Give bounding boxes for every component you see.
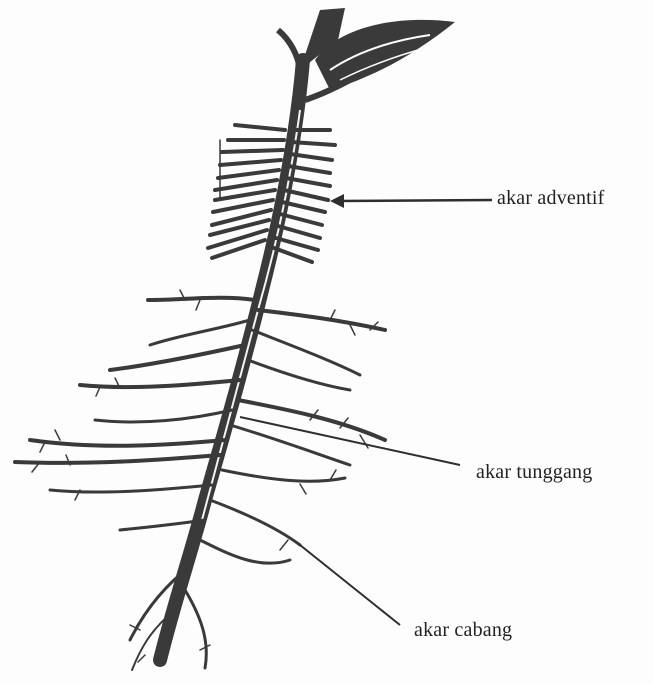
label-akar-adventif: akar adventif [497, 187, 605, 210]
cabang-pointer-line [300, 545, 400, 625]
arrowhead-icon [330, 194, 344, 208]
label-akar-tunggang: akar tunggang [476, 461, 592, 484]
adventif-pointer-line [336, 200, 492, 201]
label-akar-cabang: akar cabang [414, 619, 512, 642]
lateral-roots [15, 290, 385, 670]
tunggang-pointer-line [240, 417, 460, 465]
